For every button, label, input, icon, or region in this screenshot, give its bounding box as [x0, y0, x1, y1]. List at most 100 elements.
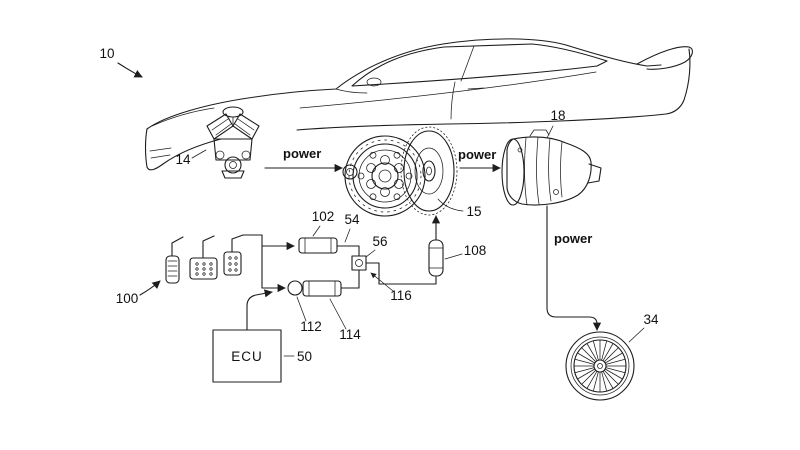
clutch-springs — [366, 155, 404, 197]
engine-crank-hub — [229, 161, 237, 169]
transmission-bolt-1 — [517, 147, 523, 153]
engine-block — [213, 138, 253, 161]
leader-116 — [370, 272, 394, 292]
label-10: 10 — [99, 46, 114, 61]
label-34: 34 — [643, 312, 659, 327]
accelerator-pedal — [165, 255, 180, 284]
pedal-to-reservoir-112-line — [261, 245, 286, 293]
ecu-50: ECU — [212, 289, 282, 383]
wheel-hub-center — [597, 363, 603, 369]
pressure-plate-hub-inner — [378, 169, 392, 183]
hydraulic-circuit — [242, 215, 444, 297]
leader-14 — [191, 149, 207, 159]
wheel-hub — [593, 359, 607, 373]
clutch-pedal — [223, 251, 242, 276]
flywheel-center — [426, 166, 432, 176]
transmission-ribs — [524, 136, 563, 206]
label-102: 102 — [312, 209, 335, 224]
brake-pedal-dots — [195, 262, 213, 276]
label-14: 14 — [175, 152, 191, 167]
pressure-plate-ring — [358, 149, 412, 203]
release-bearing-inner — [346, 168, 354, 176]
flywheel-rim — [403, 130, 455, 212]
wheel-spokes — [573, 339, 627, 393]
engine-intake — [222, 106, 244, 118]
car-silhouette — [144, 38, 694, 171]
car-rear-wing — [636, 46, 694, 70]
ecu-label: ECU — [231, 349, 263, 364]
leader-112 — [296, 296, 307, 322]
pedal-cluster-100 — [165, 234, 244, 284]
leader-100 — [139, 280, 161, 296]
leader-15 — [437, 198, 464, 212]
power-flow: power power power — [264, 146, 602, 331]
valve-56-port — [355, 259, 363, 267]
leader-54 — [344, 228, 351, 243]
engine-left-bank-fins — [211, 118, 232, 136]
engine-accessory-pulley-left — [215, 150, 225, 160]
car-front-fascia — [144, 128, 222, 171]
label-56: 56 — [372, 234, 387, 249]
transmission-bolt-2 — [553, 189, 559, 195]
car-door-handle — [467, 87, 485, 90]
flywheel-friction-ring — [414, 147, 444, 195]
car-cowl-line — [335, 88, 368, 94]
power-label-engine-clutch: power — [283, 146, 321, 161]
engine-left-bank — [206, 113, 234, 140]
pipe-valve-to-accumulator — [365, 262, 437, 285]
accumulator-108 — [428, 239, 444, 277]
label-50: 50 — [297, 349, 312, 364]
pipe-114-to-valve — [340, 269, 360, 289]
pedal-to-cylinder-102-line — [242, 234, 295, 251]
leader-108 — [444, 253, 463, 260]
tire-outer — [565, 331, 635, 401]
leader-114 — [329, 298, 347, 330]
car-hood-crease — [151, 107, 215, 127]
bellhousing — [501, 138, 525, 206]
label-54: 54 — [344, 212, 360, 227]
label-18: 18 — [550, 108, 565, 123]
leader-18 — [546, 125, 554, 139]
engine-14 — [206, 106, 260, 179]
brake-pedal — [189, 257, 218, 280]
tire-inner — [570, 336, 630, 396]
label-100: 100 — [116, 291, 139, 306]
pedal-arms — [171, 234, 244, 259]
transmission-tailshaft — [587, 163, 602, 184]
release-bearing-outer — [342, 164, 358, 180]
pressure-plate-face — [352, 143, 418, 209]
car-rocker-line — [296, 113, 667, 131]
transmission-18 — [501, 129, 602, 206]
power-label-clutch-transmission: power — [458, 147, 496, 162]
flywheel-hub — [422, 160, 436, 182]
label-112: 112 — [300, 319, 322, 334]
label-114: 114 — [339, 327, 361, 342]
engine-right-bank — [232, 113, 260, 140]
power-label-transmission-wheel: power — [554, 231, 592, 246]
label-116: 116 — [390, 288, 412, 303]
power-line-transmission-to-wheel — [546, 205, 602, 331]
clutch-assembly-15 — [342, 126, 458, 217]
car-swage-line — [299, 71, 597, 109]
pressure-plate-bolts — [357, 151, 413, 201]
transmission-top-detail — [529, 129, 550, 137]
pipe-102-to-valve — [336, 245, 360, 257]
reservoir-112 — [287, 280, 303, 296]
transmission-case — [506, 136, 592, 206]
car-body-top — [146, 38, 662, 130]
pressure-plate-hub-outer — [371, 162, 399, 190]
car-b-pillar — [460, 45, 475, 82]
leader-10 — [117, 62, 143, 78]
pressure-plate-outer — [344, 135, 426, 217]
car-door-seam — [450, 81, 456, 120]
pressure-plate-hatch-ring — [348, 139, 422, 213]
car-glasshouse — [351, 43, 608, 87]
leader-34 — [628, 327, 645, 343]
accelerator-pedal-ridges — [167, 260, 178, 277]
car-front-vents — [149, 147, 172, 159]
engine-crank-pulley — [224, 156, 242, 174]
label-15: 15 — [466, 204, 481, 219]
leader-56 — [365, 249, 376, 258]
engine-right-bank-fins — [234, 118, 255, 136]
